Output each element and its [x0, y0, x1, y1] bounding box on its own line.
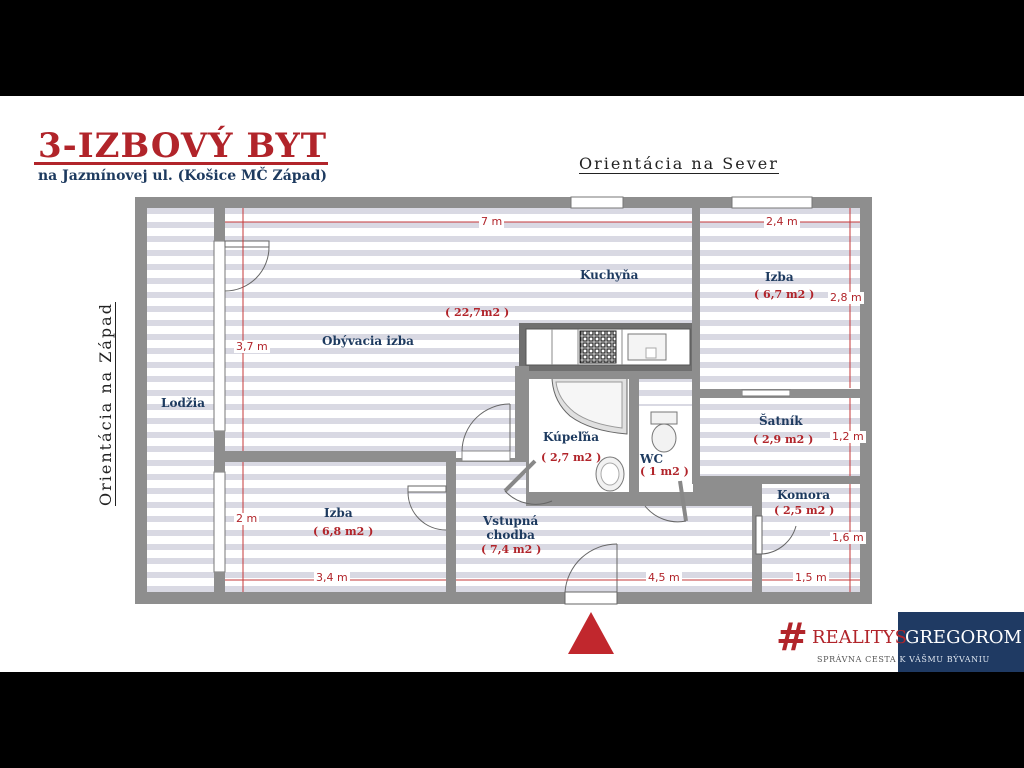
dimension-label: 2,4 m	[764, 215, 800, 228]
brand-tagline: SPRÁVNA CESTA K VÁŠMU BÝVANIU	[817, 655, 990, 664]
entrance-arrow	[568, 612, 614, 654]
brand-hash-icon: #	[776, 615, 808, 659]
tagline-part: SPRÁVNA CESTA	[817, 655, 897, 664]
room-label-izba-ne: Izba	[765, 270, 794, 284]
room-label-kuchyna: Kuchyňa	[580, 268, 639, 282]
dimension-label: 2 m	[234, 512, 260, 525]
room-label-komora: Komora	[777, 488, 830, 502]
area-label-wc: ( 1 m2 )	[640, 465, 689, 478]
dimension-label: 3,7 m	[234, 340, 270, 353]
room-label-lodzia: Lodžia	[161, 396, 205, 410]
room-label-obyvacia: Obývacia izba	[322, 334, 414, 348]
page-subtitle: na Jazmínovej ul. (Košice MČ Západ)	[38, 168, 328, 184]
brand-logo-box	[898, 612, 1024, 672]
brand-name-part: REALITYS	[812, 627, 907, 648]
bathroom-fixtures	[551, 377, 678, 492]
kitchen-counter	[519, 323, 693, 371]
tagline-part: K VÁŠMU BÝVANIU	[899, 655, 990, 664]
dimension-label: 7 m	[479, 215, 505, 228]
area-label-komora: ( 2,5 m2 )	[774, 504, 835, 517]
dimension-label: 1,2 m	[830, 430, 866, 443]
area-label-obyvacia: ( 22,7m2 )	[445, 306, 510, 319]
room-label-satnik: Šatník	[759, 414, 803, 428]
floor-plan-slide: 3-IZBOVÝ BYT na Jazmínovej ul. (Košice M…	[0, 96, 1024, 672]
area-label-chodba: ( 7,4 m2 )	[481, 543, 542, 556]
room-label-chodba: Vstupná chodba	[483, 514, 539, 542]
area-label-kupelna: ( 2,7 m2 )	[541, 451, 602, 464]
room-label-wc: WC	[640, 452, 664, 466]
dimension-label: 3,4 m	[314, 571, 350, 584]
area-label-izba-ne: ( 6,7 m2 )	[754, 288, 815, 301]
area-label-satnik: ( 2,9 m2 )	[753, 433, 814, 446]
floor-plan-drawing	[135, 196, 872, 654]
room-label-kupelna: Kúpeľňa	[543, 430, 599, 444]
orientation-north-label: Orientácia na Sever	[579, 154, 779, 174]
dimension-label: 1,6 m	[830, 531, 866, 544]
brand-name-part: GREGOROM	[905, 627, 1022, 648]
area-label-izba-sw: ( 6,8 m2 )	[313, 525, 374, 538]
title-underline	[34, 162, 328, 165]
orientation-west-label: Orientácia na Západ	[96, 302, 116, 506]
dimension-label: 2,8 m	[828, 291, 864, 304]
dimension-label: 1,5 m	[793, 571, 829, 584]
dimension-label: 4,5 m	[646, 571, 682, 584]
interior-walls	[214, 197, 872, 604]
room-label-izba-sw: Izba	[324, 506, 353, 520]
page-title: 3-IZBOVÝ BYT	[38, 126, 328, 166]
doors	[224, 240, 797, 605]
